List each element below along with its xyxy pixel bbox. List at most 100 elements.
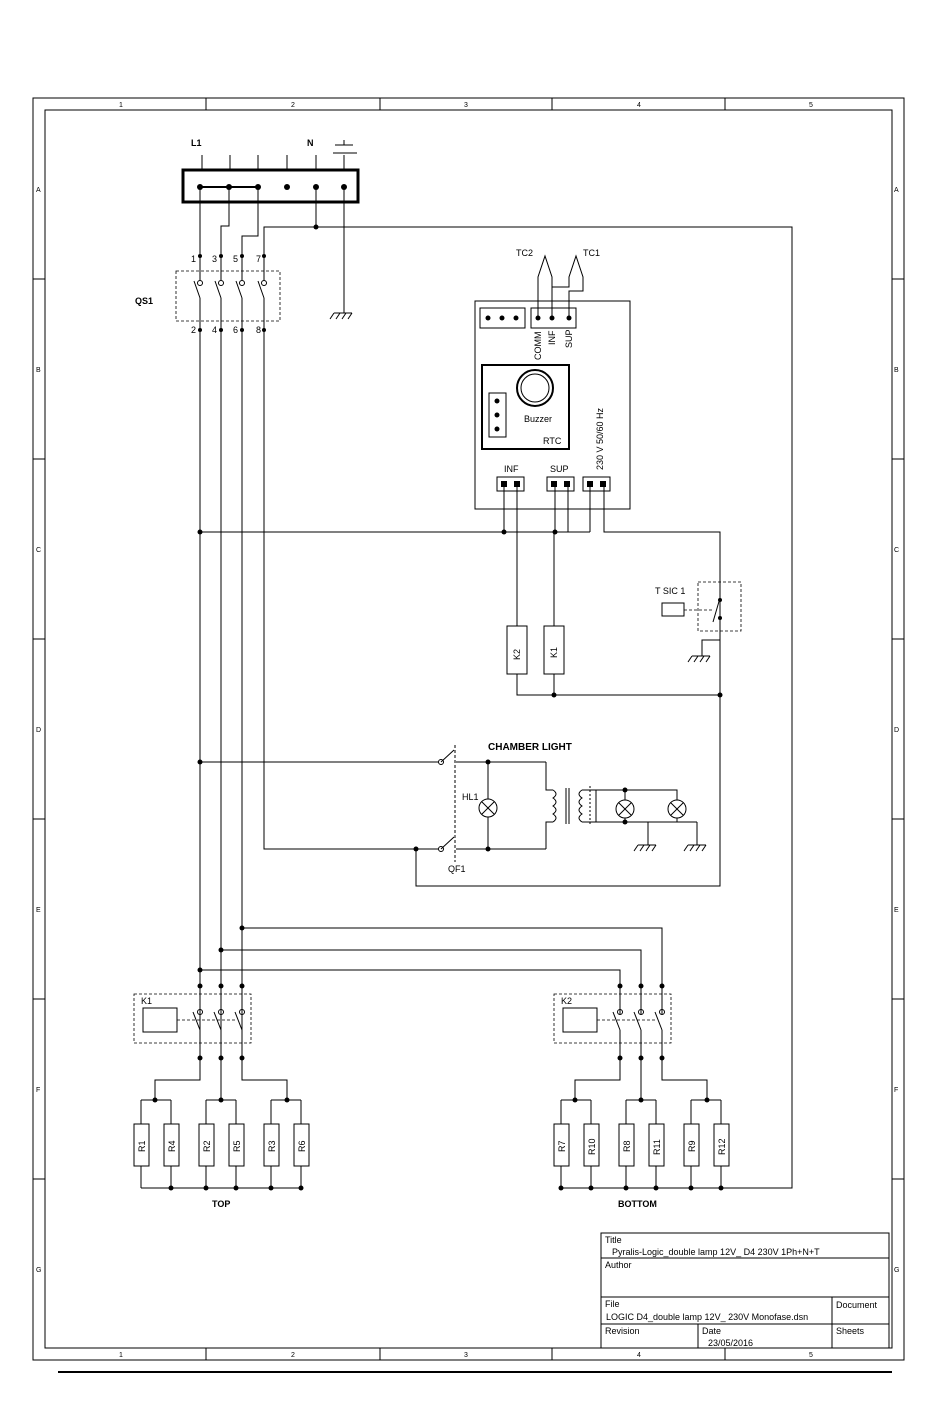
terminal-n-label: N (307, 138, 314, 148)
contactor-k2: K2 (553, 993, 672, 1061)
title-value: Pyralis-Logic_double lamp 12V_ D4 230V 1… (612, 1247, 820, 1257)
col-label-3-bottom: 3 (464, 1352, 468, 1359)
probe-header (530, 307, 577, 329)
row-label-b-right: B (894, 367, 899, 374)
lamp-left-icon (615, 799, 635, 819)
row-label-d: D (36, 727, 41, 734)
controller-wiring (200, 484, 721, 887)
chamber-light-circuit: CHAMBER LIGHT HL1 QF1 (197, 742, 707, 874)
qs1-label: QS1 (135, 296, 153, 306)
row-label-a-right: A (894, 187, 899, 194)
qs1-pin-8: 8 (256, 325, 261, 335)
qs1-pin-4: 4 (212, 325, 217, 335)
output-inf-label: INF (504, 464, 519, 474)
row-label-b: B (36, 367, 41, 374)
row-label-f-right: F (894, 1087, 898, 1094)
terminal-block: L1 N (181, 138, 360, 204)
resistor-r10-label: R10 (587, 1138, 597, 1155)
buzzer-label: Buzzer (524, 414, 552, 424)
output-sup-label: SUP (550, 464, 569, 474)
lamp-hl1-label: HL1 (462, 792, 479, 802)
qs1-pin-6: 6 (233, 325, 238, 335)
row-label-e: E (36, 907, 41, 914)
battery-holder (488, 392, 507, 438)
row-label-f: F (36, 1087, 40, 1094)
chamber-light-title: CHAMBER LIGHT (488, 742, 572, 753)
col-label-4: 4 (637, 102, 641, 109)
contactor-k1: K1 (133, 993, 252, 1061)
top-heater-resistors: R1 R4 R2 R5 R3 R6 (133, 1123, 310, 1167)
terminal-l1-label: L1 (191, 138, 202, 148)
resistor-r11-label: R11 (652, 1139, 662, 1155)
resistor-r2-label: R2 (202, 1140, 212, 1152)
breaker-qf1-label: QF1 (448, 864, 466, 874)
col-label-5: 5 (809, 102, 813, 109)
rtc-module (481, 364, 570, 450)
probe-pin-comm: COMM (533, 332, 543, 361)
qs1-pin-2: 2 (191, 325, 196, 335)
row-label-g-right: G (894, 1267, 899, 1274)
earth-symbol-qs1 (329, 312, 353, 320)
buzzer-icon (516, 369, 554, 407)
date-label: Date (702, 1326, 721, 1336)
bottom-bus-wiring (200, 927, 663, 1014)
rtc-label: RTC (543, 436, 562, 446)
row-label-c-right: C (894, 547, 899, 554)
resistor-r4-label: R4 (167, 1140, 177, 1152)
earth-symbol-lamp-1 (633, 844, 657, 852)
earth-symbol-top (333, 140, 357, 154)
file-label: File (605, 1299, 620, 1309)
top-heaters-wiring (140, 1060, 302, 1189)
author-label: Author (605, 1260, 632, 1270)
probe-pin-sup: SUP (564, 329, 574, 348)
bottom-heater-resistors: R7 R10 R8 R11 R9 R12 (553, 1123, 730, 1167)
coil-k2-label: K2 (512, 649, 522, 660)
row-label-d-right: D (894, 727, 899, 734)
feeder-wiring (199, 298, 416, 1060)
bottom-group-label: BOTTOM (618, 1199, 657, 1209)
drawing-frame: 1 2 3 4 5 1 2 3 4 5 A B C D E F G A B C … (32, 97, 905, 1373)
file-value: LOGIC D4_double lamp 12V_ 230V Monofase.… (606, 1312, 808, 1322)
coil-k1: K1 (543, 625, 565, 675)
qs1-pin-7: 7 (256, 254, 261, 264)
col-label-3: 3 (464, 102, 468, 109)
row-label-e-right: E (894, 907, 899, 914)
main-switch-qs1: QS1 1 3 5 7 2 4 6 8 (135, 254, 281, 335)
terminal-strip (181, 168, 360, 204)
earth-symbol-lamp-2 (683, 844, 707, 852)
row-label-a: A (36, 187, 41, 194)
aux-header (479, 307, 526, 329)
qs1-pin-5: 5 (233, 254, 238, 264)
supply-wiring (199, 187, 793, 1189)
resistor-r6-label: R6 (297, 1140, 307, 1152)
title-label: Title (605, 1235, 622, 1245)
row-label-c: C (36, 547, 41, 554)
resistor-r12-label: R12 (717, 1138, 727, 1155)
contactor-k1-label: K1 (141, 996, 152, 1006)
resistor-r8-label: R8 (622, 1140, 632, 1152)
top-group-label: TOP (212, 1199, 230, 1209)
resistor-r3-label: R3 (267, 1140, 277, 1152)
col-label-2-bottom: 2 (291, 1352, 295, 1359)
tsic-label: T SIC 1 (655, 586, 685, 596)
title-block: Title Pyralis-Logic_double lamp 12V_ D4 … (600, 1232, 890, 1349)
lamp-hl1-icon (478, 798, 498, 818)
coil-k1-label: K1 (549, 647, 559, 658)
supply-connector (582, 476, 611, 492)
col-label-2: 2 (291, 102, 295, 109)
col-label-5-bottom: 5 (809, 1352, 813, 1359)
col-label-1-bottom: 1 (119, 1352, 123, 1359)
resistor-r5-label: R5 (232, 1140, 242, 1152)
thermocouple-tc2-label: TC2 (516, 248, 533, 258)
document-label: Document (836, 1300, 878, 1310)
resistor-r1-label: R1 (137, 1140, 147, 1152)
col-label-1: 1 (119, 102, 123, 109)
qs1-pin-3: 3 (212, 254, 217, 264)
bottom-heaters-wiring (560, 1060, 722, 1189)
row-label-g: G (36, 1267, 41, 1274)
supply-label: 230 V 50/60 Hz (595, 407, 605, 470)
safety-thermostat: T SIC 1 (655, 581, 742, 663)
probe-pin-inf: INF (547, 330, 557, 345)
thermocouple-tc1-label: TC1 (583, 248, 600, 258)
